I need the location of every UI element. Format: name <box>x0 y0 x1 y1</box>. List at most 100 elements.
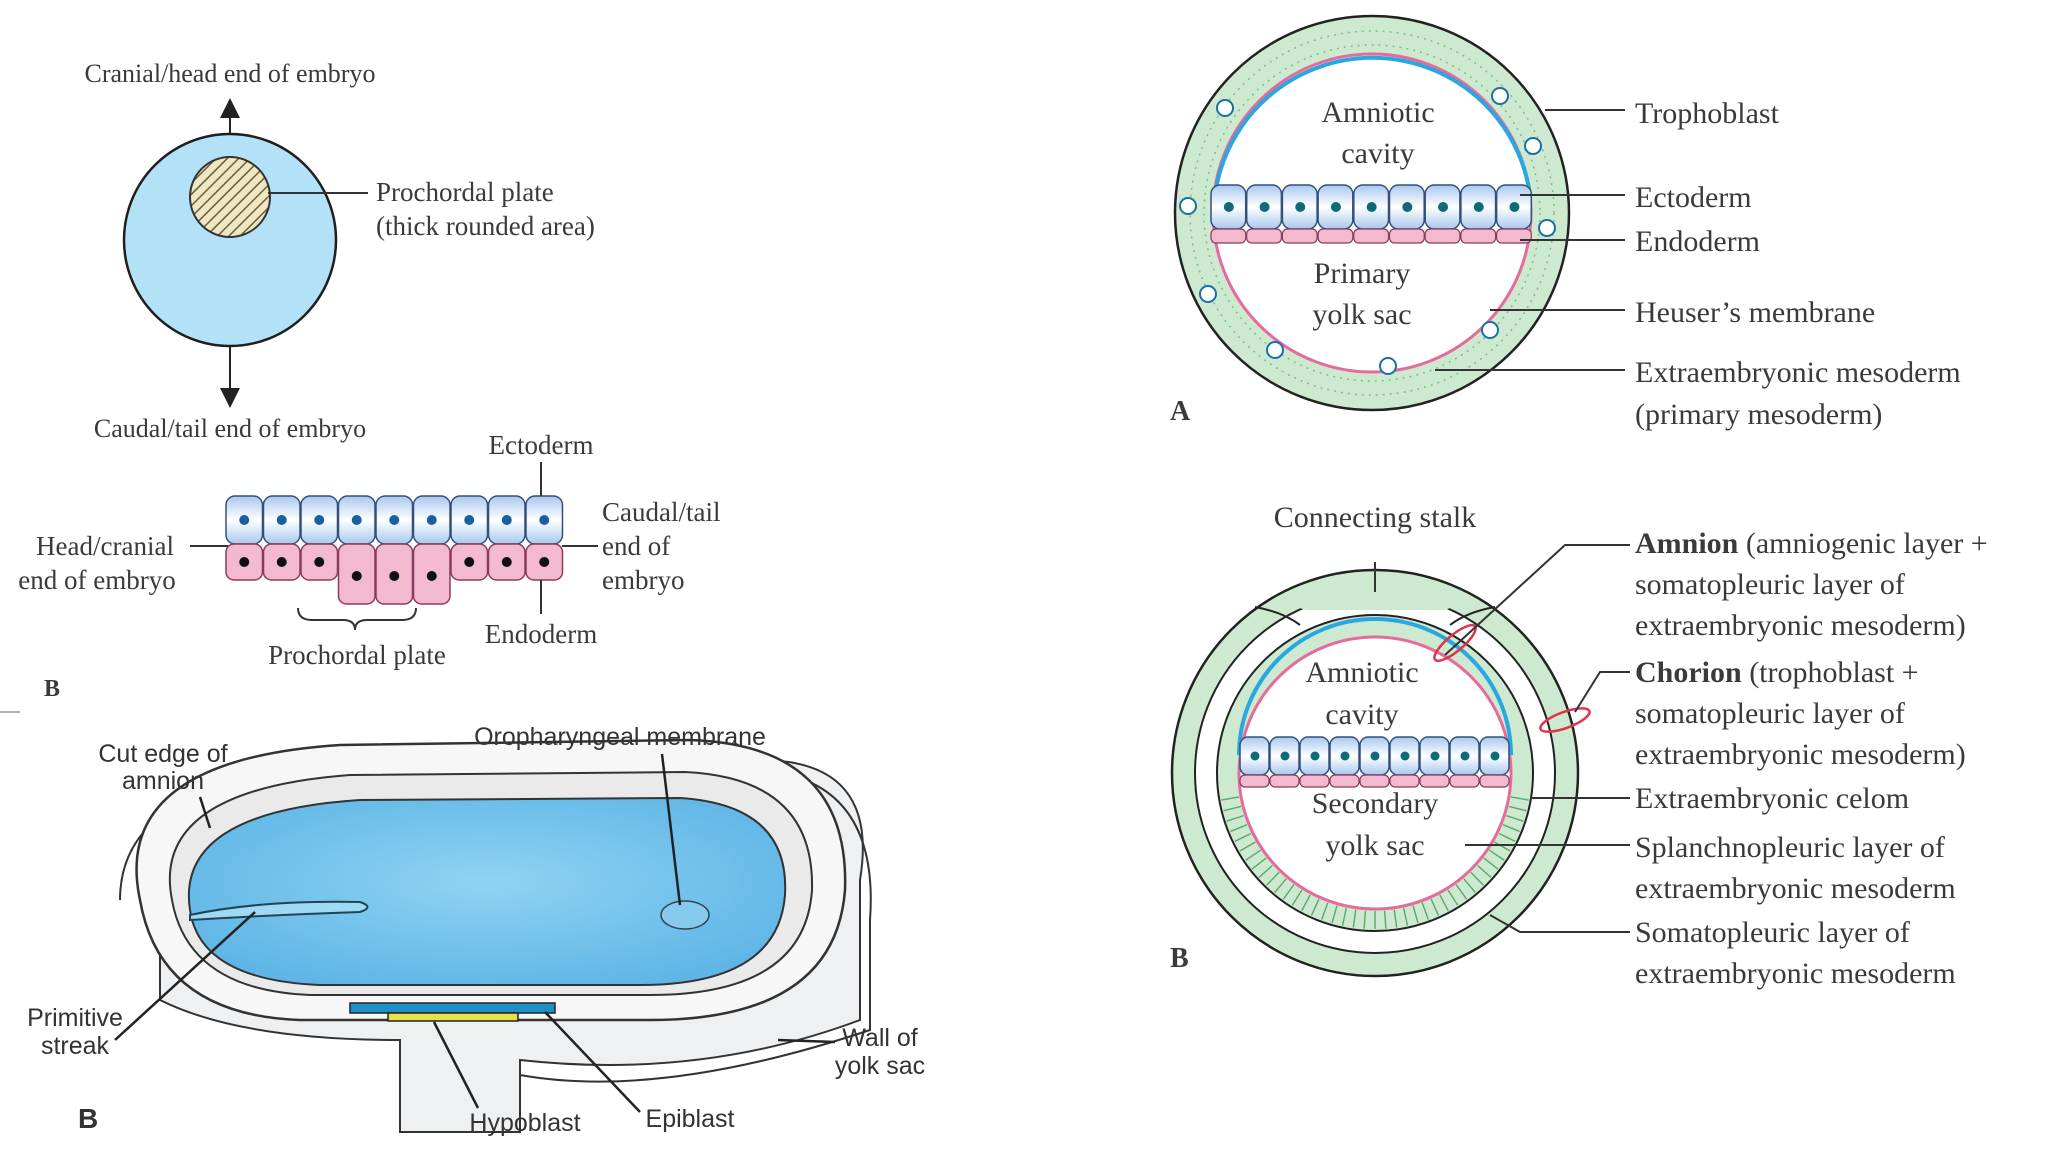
label-oropharyngeal: Oropharyngeal membrane <box>474 723 766 751</box>
endoderm-nucleus <box>539 557 550 567</box>
ectoderm-nucleus <box>426 515 437 525</box>
ectoderm-nucleus <box>539 515 550 525</box>
label-prochordal-2: (thick rounded area) <box>376 211 595 241</box>
meso-tick <box>1291 889 1303 906</box>
connecting-stalk <box>1295 590 1455 610</box>
meso-tick <box>1282 884 1295 900</box>
label-primitive-2: streak <box>41 1032 110 1060</box>
endoderm-nucleus <box>426 571 437 581</box>
label-chorion-line-2: somatopleuric layer of <box>1635 697 1905 730</box>
meso-dotted-ring-2 <box>1203 44 1541 382</box>
panel-letter-a: A <box>1170 396 1191 427</box>
meso-tick <box>1403 907 1409 926</box>
meso-tick <box>1447 889 1459 906</box>
meso-tick <box>1226 814 1244 822</box>
meso-tick <box>1251 857 1267 870</box>
endoderm-cell <box>1419 774 1450 788</box>
meso-dotted-ring <box>1189 30 1555 396</box>
brace-prochordal <box>297 607 417 631</box>
label-amniotic-1-b: Amniotic <box>1305 656 1418 689</box>
meso-tick <box>1477 864 1492 878</box>
ectoderm-nucleus <box>1340 751 1350 761</box>
endoderm-cell <box>1424 228 1461 244</box>
trophoblast-nucleus <box>1491 87 1509 105</box>
panel-b-chorion: Connecting stalk Amniotic cavity Seconda… <box>1170 501 1988 990</box>
leader-primitive-streak <box>114 911 256 1041</box>
trophoblast-nucleus <box>1524 137 1542 155</box>
ectoderm-nucleus <box>1295 202 1306 212</box>
endoderm-cell <box>1353 228 1390 244</box>
label-somato-2: extraembryonic mesoderm <box>1635 957 1956 990</box>
endoderm-cell <box>1359 774 1390 788</box>
meso-tick <box>1245 849 1261 861</box>
trophoblast-nucleus <box>1179 197 1197 215</box>
meso-tick <box>1489 849 1505 861</box>
label-caudal-2: end of <box>602 531 670 561</box>
meso-tick <box>1341 907 1347 926</box>
endoderm-nucleus <box>314 557 325 567</box>
ectoderm-nucleus <box>501 515 512 525</box>
label-splanch-1: Splanchnopleuric layer of <box>1635 831 1945 864</box>
ectoderm-nucleus <box>314 515 325 525</box>
endoderm-cell <box>1246 228 1282 244</box>
label-hypoblast: Hypoblast <box>469 1109 580 1137</box>
leader-cut-edge <box>198 796 212 829</box>
meso-tick <box>1510 796 1529 801</box>
ectoderm-nucleus <box>1250 751 1260 761</box>
label-celom: Extraembryonic celom <box>1635 782 1909 815</box>
label-heuser: Heuser’s membrane <box>1635 296 1875 329</box>
embryonic-disc-blue <box>187 796 787 986</box>
ectoderm-nucleus <box>239 515 250 525</box>
ectoderm-nucleus <box>1509 202 1520 212</box>
meso-tick <box>1463 878 1476 893</box>
epiblast-layer <box>349 1002 556 1014</box>
ectoderm-nucleus <box>1280 751 1290 761</box>
label-cut-edge-1: Cut edge of <box>98 740 227 768</box>
endoderm-nucleus <box>464 557 475 567</box>
label-extra-meso-1: Extraembryonic mesoderm <box>1635 356 1961 389</box>
leader-chorion <box>1574 671 1630 713</box>
panel-disc-top-view: Cranial/head end of embryo Prochordal pl… <box>85 59 595 443</box>
ectoderm-nucleus <box>1438 202 1449 212</box>
prochordal-plate-hatched <box>189 156 271 238</box>
meso-tick <box>1508 805 1527 812</box>
leader-epiblast <box>544 1011 641 1113</box>
meso-tick <box>1470 871 1484 886</box>
meso-tick <box>1234 832 1252 843</box>
ectoderm-nucleus <box>1366 202 1377 212</box>
meso-tick <box>1455 884 1468 900</box>
label-endoderm: Endoderm <box>485 619 597 649</box>
meso-tick <box>1223 805 1242 812</box>
label-yolk-2-b: yolk sac <box>1325 829 1424 862</box>
label-amniotic-1-a: Amniotic <box>1321 96 1434 129</box>
label-amnion-line-2: somatopleuric layer of <box>1635 568 1905 601</box>
endoderm-cell <box>1269 774 1300 788</box>
label-yolk-2-a: yolk sac <box>1312 298 1411 331</box>
endoderm-nucleus <box>239 557 250 567</box>
panel-a-blastocyst: Amniotic cavity Primary yolk sac Trophob… <box>1170 14 1961 431</box>
endoderm-cells <box>225 543 564 605</box>
meso-tick <box>1383 910 1387 929</box>
endoderm-cell <box>1388 228 1425 244</box>
label-amniotic-2-a: cavity <box>1341 137 1414 170</box>
meso-tick <box>1483 857 1499 870</box>
label-somato-1: Somatopleuric layer of <box>1635 916 1910 949</box>
panel-letter-b-mid: B <box>44 676 60 702</box>
label-ectoderm: Ectoderm <box>489 430 594 460</box>
label-cut-edge-2: amnion <box>122 767 204 795</box>
meso-tick <box>1320 902 1329 920</box>
endoderm-cell <box>1299 774 1330 788</box>
label-chorion-line-3: extraembryonic mesoderm) <box>1635 738 1966 771</box>
endoderm-cell <box>1281 228 1318 244</box>
meso-tick <box>1266 871 1280 886</box>
meso-tick <box>1258 864 1273 878</box>
ectoderm-nucleus <box>1259 202 1270 212</box>
label-caudal: Caudal/tail end of embryo <box>94 414 366 443</box>
panel-bilaminar-section: Ectoderm Head/cranial end of embryo Caud… <box>0 430 720 713</box>
splanchnopleuric-hatching <box>1221 796 1529 929</box>
endoderm-nucleus <box>351 571 362 581</box>
ectoderm-nucleus <box>389 515 400 525</box>
label-yolk-1-b: Secondary <box>1312 787 1439 820</box>
endoderm-cell <box>1460 228 1497 244</box>
